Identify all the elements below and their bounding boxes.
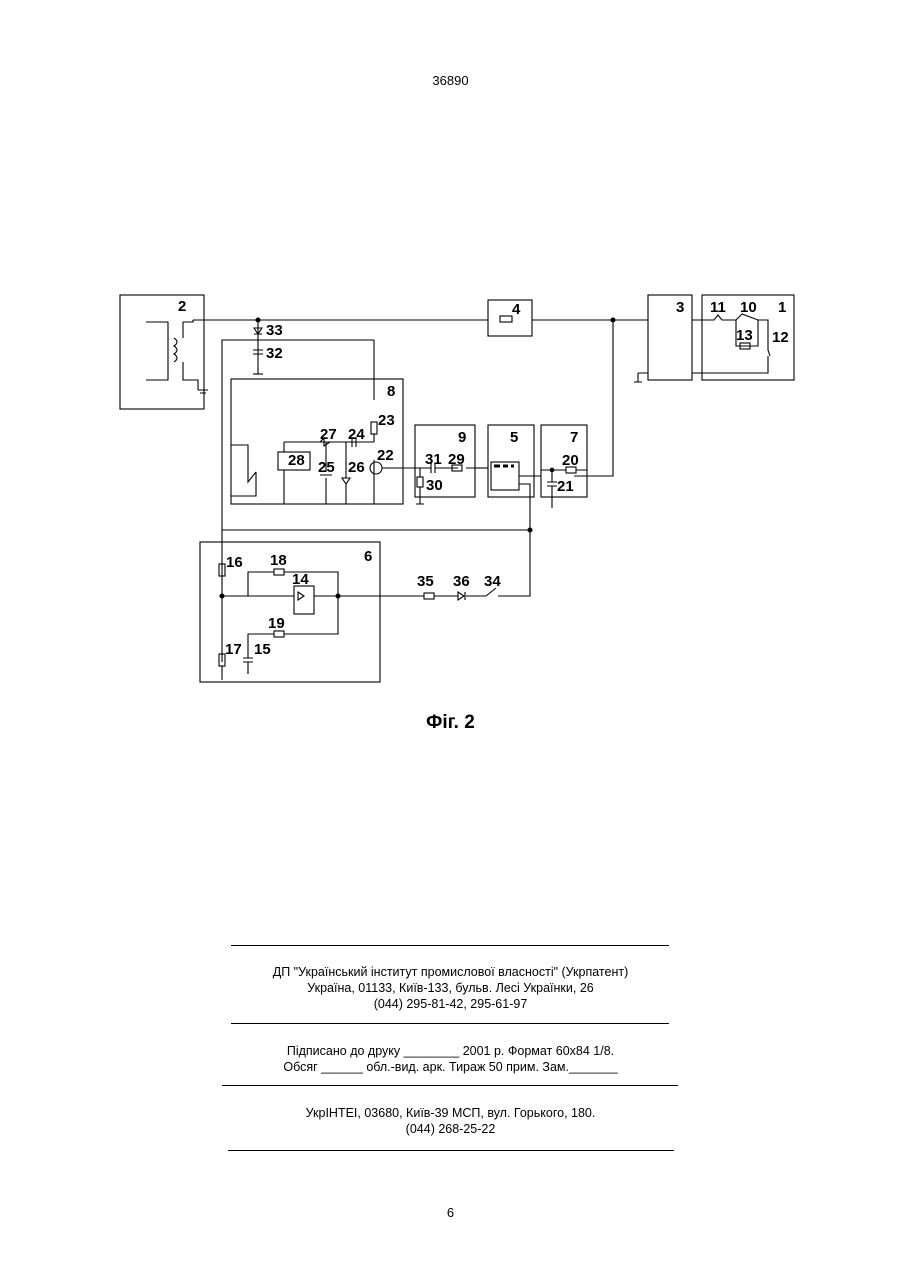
junction-top-right [611,318,615,322]
imprint-printer-phone: (044) 268-25-22 [0,1121,901,1137]
label-3: 3 [676,299,684,316]
block-5-out [519,484,530,530]
figure-caption: Фіг. 2 [0,712,901,734]
ground-symbol-2 [198,390,208,393]
label-28: 28 [288,452,305,469]
imprint-printer: УкрІНТЕІ, 03680, Київ-39 МСП, вул. Горьк… [0,1105,901,1121]
block-9-line [415,463,475,473]
label-20: 20 [562,452,579,469]
label-29: 29 [448,451,465,468]
label-21: 21 [557,478,574,495]
block-4-outline [488,300,532,336]
patent-number: 36890 [0,73,901,88]
block-1-return [692,356,768,373]
right-feeder [574,320,613,476]
label-17: 17 [225,641,242,658]
opamp-14 [294,586,314,614]
imprint-address: Україна, 01133, Київ-133, бульв. Лесі Ук… [0,980,901,996]
capacitor-21 [547,470,557,508]
diode-36 [458,592,465,600]
imprint-rule-1 [231,945,669,946]
label-7: 7 [570,429,578,446]
label-24: 24 [348,426,365,443]
label-11: 11 [710,299,726,316]
block-2-outline [120,295,204,409]
opamp-14-symbol [298,592,304,600]
label-5: 5 [510,429,518,446]
transformer-primary [146,322,168,380]
circuit-diagram: 2 4 3 11 10 1 13 12 33 32 8 23 27 24 28 … [108,282,810,690]
resistor-4 [500,316,512,322]
label-18: 18 [270,552,287,569]
resistor-30 [417,477,423,487]
label-10: 10 [740,299,757,316]
label-27: 27 [320,426,337,443]
label-19: 19 [268,615,285,632]
label-35: 35 [417,573,434,590]
resistor-23 [371,422,377,434]
imprint-rule-4 [228,1150,674,1151]
label-8: 8 [387,383,395,400]
label-6: 6 [364,548,372,565]
relay-contact [231,445,256,496]
output-chain [380,588,496,596]
label-25: 25 [318,459,335,476]
label-32: 32 [266,345,283,362]
imprint-volume-line: Обсяг ______ обл.-вид. арк. Тираж 50 при… [0,1059,901,1075]
junction-16 [220,594,224,598]
lamp-22-wire [370,434,378,504]
imprint-rule-3 [222,1085,678,1086]
label-33: 33 [266,322,283,339]
label-36: 36 [453,573,470,590]
capacitor-15 [243,658,253,674]
label-4: 4 [512,301,521,318]
transformer-secondary [183,320,198,390]
imprint-org: ДП "Український інститут промислової вла… [0,964,901,980]
imprint-phones: (044) 295-81-42, 295-61-97 [0,996,901,1012]
label-2: 2 [178,298,186,315]
label-30: 30 [426,477,443,494]
page-number: 6 [0,1205,901,1220]
label-23: 23 [378,412,395,429]
label-14: 14 [292,571,309,588]
label-13: 13 [736,327,753,344]
relay-ground [280,442,288,504]
imprint-rule-2 [231,1023,669,1024]
label-1: 1 [778,299,786,316]
block-3-outline [648,295,692,380]
transformer-coil [174,338,177,362]
label-34: 34 [484,573,501,590]
to-switch-34 [498,530,530,596]
resistor-35 [424,593,434,599]
label-16: 16 [226,554,243,571]
ground-symbol-3 [634,373,648,382]
label-26: 26 [348,459,365,476]
label-15: 15 [254,641,271,658]
imprint-signed-line: Підписано до друку ________ 2001 р. Форм… [0,1043,901,1059]
circuit-diagram-svg: 2 4 3 11 10 1 13 12 33 32 8 23 27 24 28 … [108,282,810,690]
resistor-18 [274,569,284,575]
junction-mid [528,528,532,532]
label-31: 31 [425,451,442,468]
label-12: 12 [772,329,789,346]
label-22: 22 [377,447,394,464]
junction-33 [256,318,260,322]
label-9: 9 [458,429,466,446]
